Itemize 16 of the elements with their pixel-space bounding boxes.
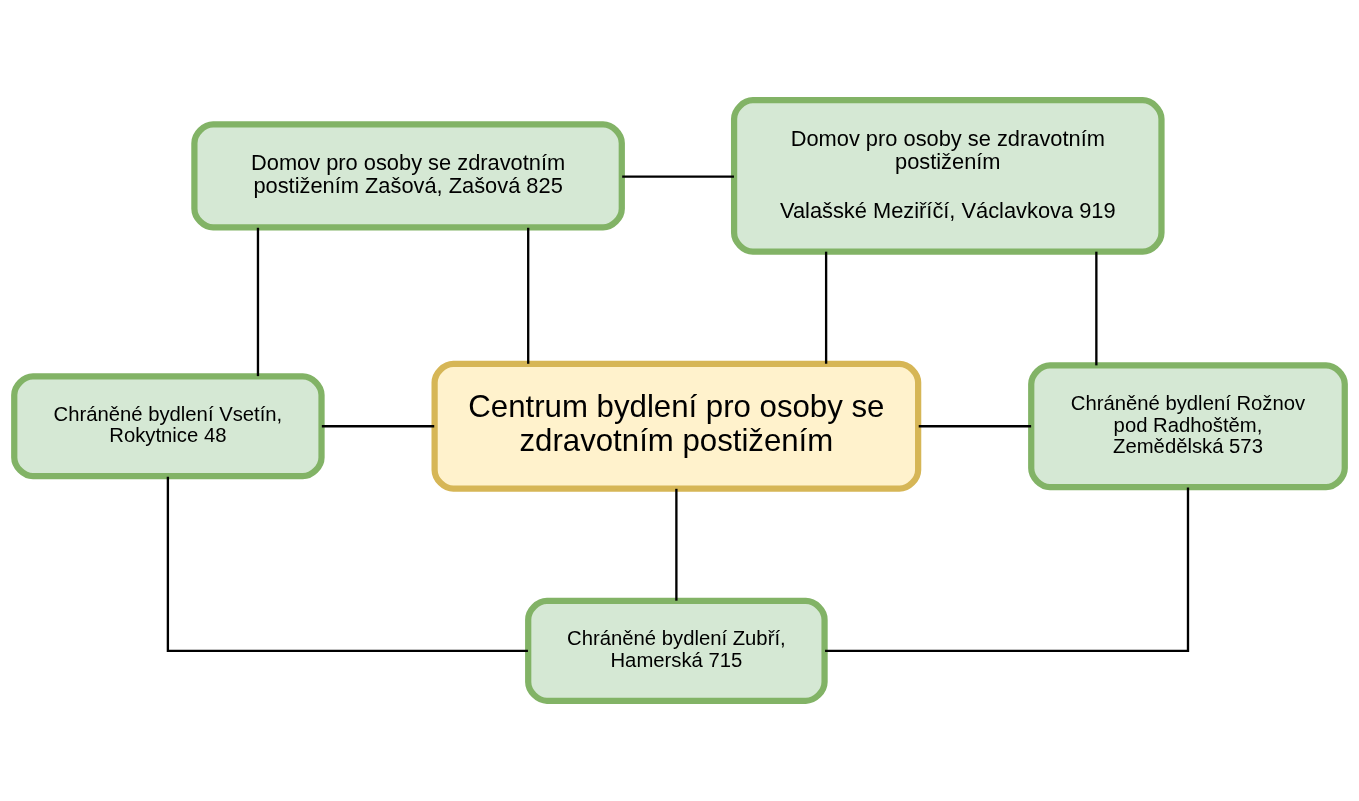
connector bbox=[825, 487, 1190, 652]
node-box: Domov pro osoby se zdravotním postižením Valašské Meziříčí, Václavkova 919 bbox=[730, 97, 1165, 255]
connector bbox=[527, 227, 530, 364]
connector bbox=[1095, 251, 1098, 366]
node-box: Chráněné bydlení Zubří, Hamerská 715 bbox=[525, 597, 828, 704]
node-box: Domov pro osoby se zdravotním postižením Zašová, Zašová 825 bbox=[191, 121, 625, 231]
connector bbox=[166, 476, 528, 652]
connector bbox=[675, 488, 678, 601]
node-box: Chráněné bydlení Rožnov pod Radhoštěm, Zemědělská 573 bbox=[1028, 362, 1348, 491]
node-box: Centrum bydlení pro osoby se zdravotním postižením bbox=[431, 360, 922, 492]
connector bbox=[824, 251, 828, 364]
node-box: Chráněné bydlení Vsetín, Rokytnice 48 bbox=[11, 373, 325, 480]
connector bbox=[918, 425, 1032, 428]
connector bbox=[321, 425, 435, 428]
connector bbox=[256, 227, 260, 377]
connector bbox=[622, 175, 734, 178]
